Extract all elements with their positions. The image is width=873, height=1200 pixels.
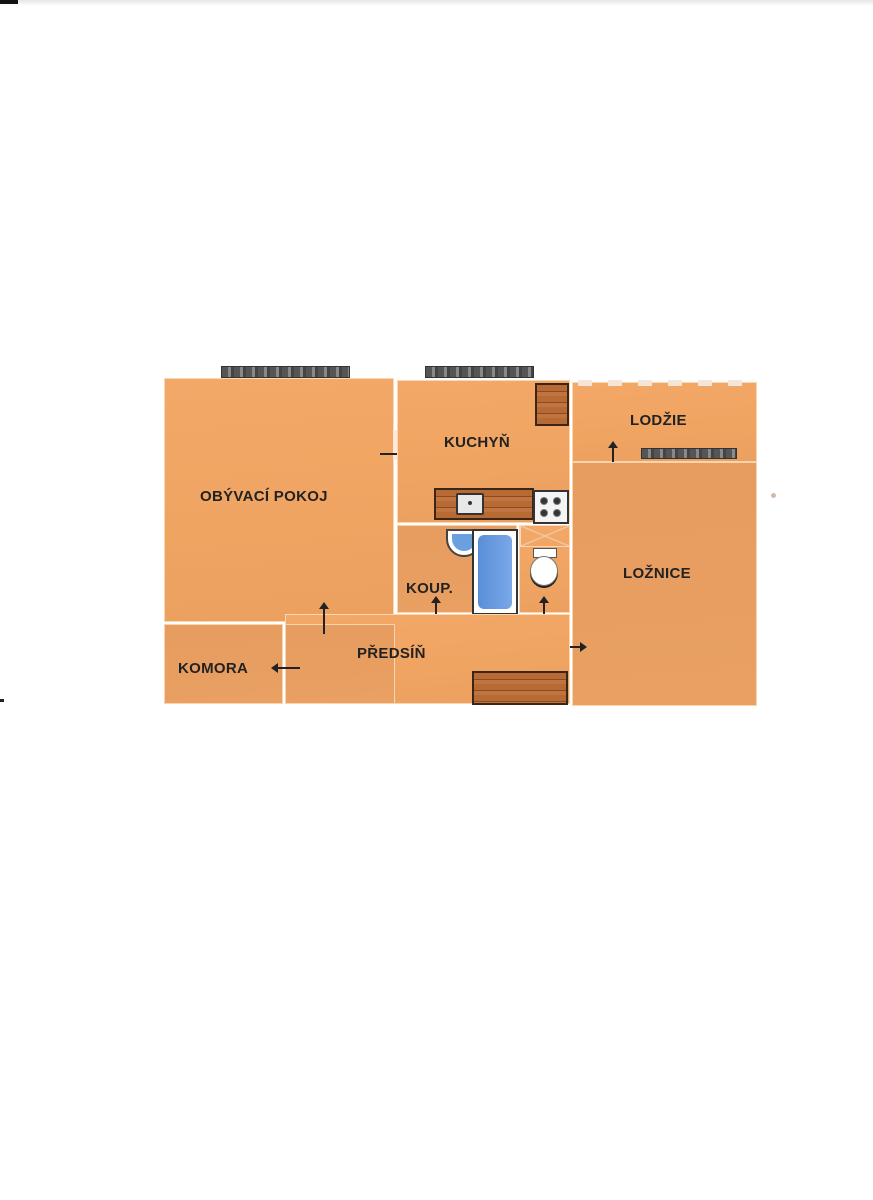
room-storage — [164, 624, 283, 704]
scan-speck — [771, 493, 776, 498]
arrow-up-icon — [608, 441, 618, 473]
scan-corner-mark — [0, 0, 18, 4]
hallway-label: PŘEDSÍŇ — [357, 645, 426, 662]
kitchen-counter — [434, 488, 534, 520]
living-room-label: OBÝVACÍ POKOJ — [200, 488, 328, 505]
hallway-wardrobe — [472, 671, 568, 705]
window-kitchen — [425, 366, 534, 378]
arrow-right-icon — [556, 642, 587, 652]
bathtub-icon — [472, 529, 518, 615]
bedroom-label: LOŽNICE — [623, 565, 691, 582]
sink-icon — [456, 493, 484, 515]
scan-edge-top — [0, 0, 873, 6]
window-loggia — [641, 448, 737, 459]
door-opening — [393, 430, 397, 460]
kitchen-label: KUCHYŇ — [444, 434, 510, 451]
storage-label: KOMORA — [178, 660, 249, 677]
arrow-left-icon — [271, 663, 300, 673]
bathroom-label: KOUP. — [406, 580, 454, 597]
loggia-label: LODŽIE — [630, 412, 687, 429]
kitchen-cabinet — [535, 383, 569, 426]
stove-icon — [533, 490, 569, 524]
room-bedroom — [572, 462, 757, 706]
room-living-room — [164, 378, 394, 622]
arrow-up-icon — [319, 602, 329, 634]
toilet-icon — [530, 548, 558, 586]
balcony-rail — [578, 380, 756, 386]
scan-mark-left — [0, 699, 4, 702]
room-hallway-entry — [285, 624, 395, 704]
window-living-room — [221, 366, 350, 378]
shaft-crosshatch — [520, 525, 570, 547]
